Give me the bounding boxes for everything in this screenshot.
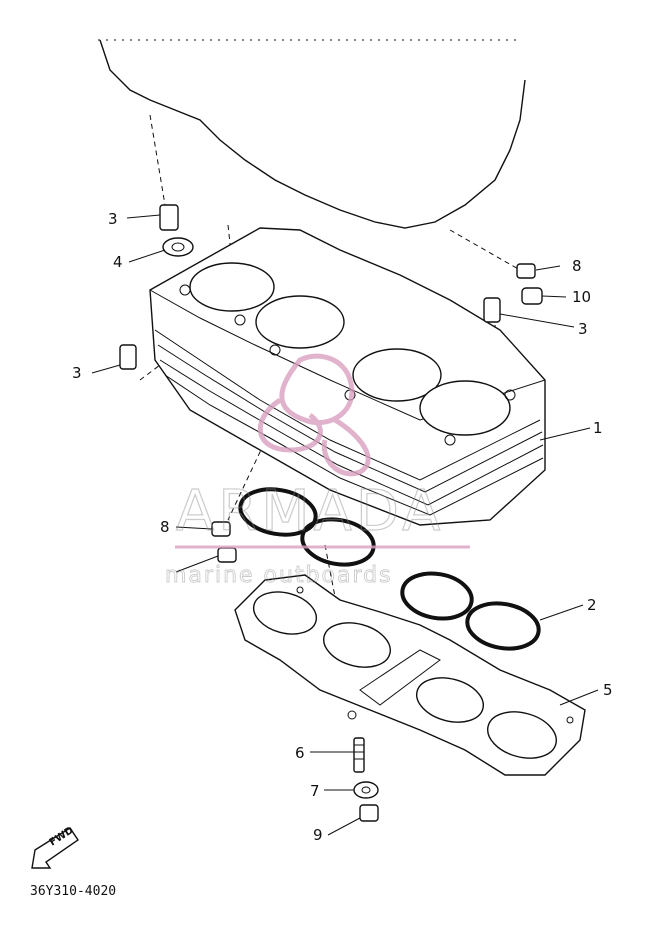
bore-1 — [189, 262, 275, 312]
watermark-brand: ARMADA — [176, 479, 444, 544]
callout-8-top: 8 — [572, 257, 582, 275]
seal-washer — [162, 237, 194, 257]
dowel-pin-right — [483, 297, 501, 323]
o-ring-3 — [400, 571, 474, 621]
nut-8-top — [516, 263, 536, 279]
bore-3 — [352, 348, 442, 402]
bore-2 — [255, 295, 345, 349]
callout-7: 7 — [310, 782, 320, 800]
callout-2: 2 — [587, 596, 597, 614]
callout-3-right: 3 — [578, 320, 588, 338]
nut-8-lower — [217, 547, 237, 563]
callout-3-left-top: 3 — [108, 210, 118, 228]
washer-7 — [353, 781, 379, 799]
forward-arrow-icon: FWD — [31, 825, 79, 869]
stud-bolt — [353, 737, 365, 773]
washer-10 — [521, 287, 543, 305]
callout-3-left-bottom: 3 — [72, 364, 82, 382]
cylinder-head-outline — [98, 39, 526, 229]
dowel-pin-left-bottom — [119, 344, 137, 370]
watermark-logo: ARMADA marine outboards — [165, 353, 470, 588]
leader-lines — [91, 214, 599, 836]
dowel-pin-left-top — [159, 204, 179, 231]
bore-4 — [419, 380, 511, 436]
callout-5: 5 — [603, 681, 613, 699]
callout-9: 9 — [313, 826, 323, 844]
nut-9 — [359, 804, 379, 822]
part-code: 36Y310-4020 — [30, 884, 116, 899]
callout-4: 4 — [113, 253, 123, 271]
callout-10: 10 — [572, 288, 591, 306]
o-ring-1 — [238, 487, 318, 537]
base-gasket — [234, 574, 586, 776]
callout-8-bottom: 8 — [160, 518, 170, 536]
callout-6: 6 — [295, 744, 305, 762]
callout-1: 1 — [593, 419, 603, 437]
o-ring-4 — [465, 601, 541, 651]
watermark-tagline: marine outboards — [165, 563, 393, 588]
